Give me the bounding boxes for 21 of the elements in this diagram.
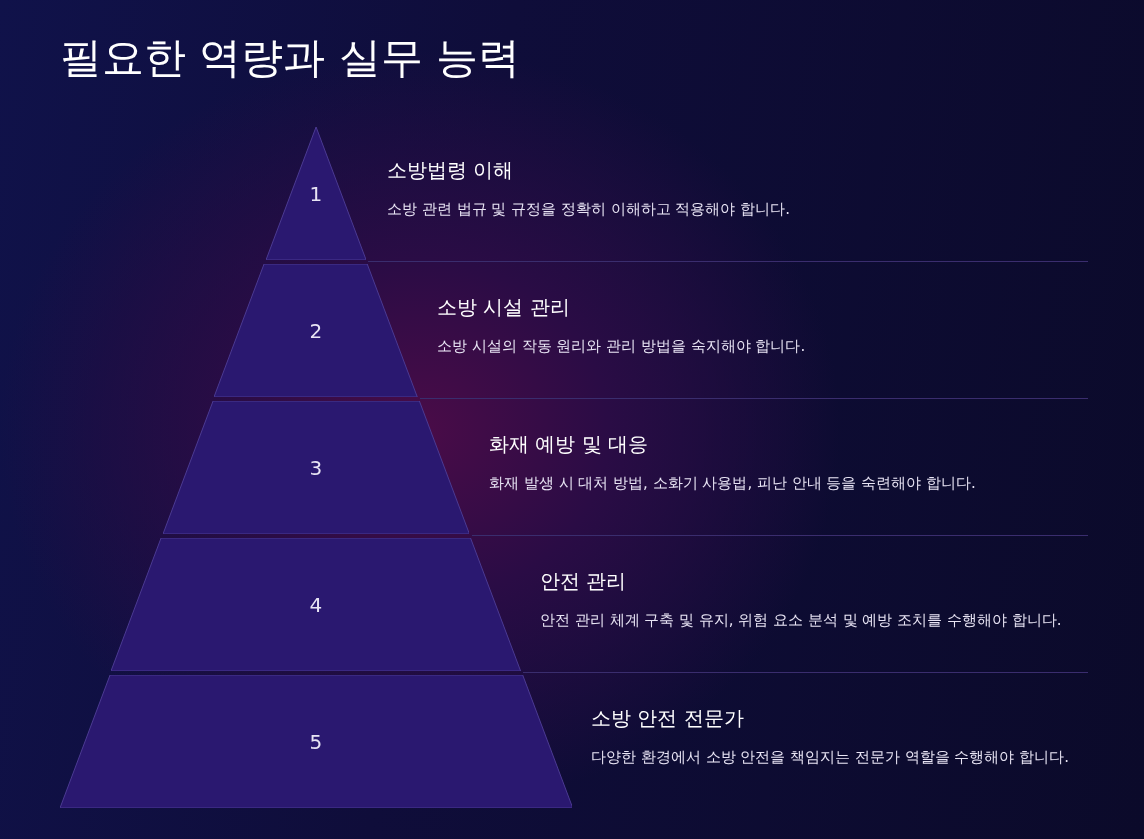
level-number: 5 [309,729,323,754]
level-number: 1 [309,181,323,206]
level-number: 3 [309,455,323,480]
level-number: 4 [309,592,323,617]
pyramid-level [162,401,470,534]
pyramid-level [214,264,418,397]
level-description: 소방 관련 법규 및 규정을 정확히 이해하고 적용해야 합니다. [387,199,791,220]
level-description: 소방 시설의 작동 원리와 관리 방법을 숙지해야 합니다. [437,336,807,357]
pyramid-level [59,675,573,808]
level-heading: 소방법령 이해 [387,157,514,184]
pyramid-level [111,538,521,671]
level-heading: 화재 예방 및 대응 [489,431,649,458]
slide-title: 필요한 역량과 실무 능력 [60,32,521,84]
level-heading: 안전 관리 [540,568,627,595]
level-heading: 소방 안전 전문가 [591,705,744,732]
level-description: 다양한 환경에서 소방 안전을 책임지는 전문가 역할을 수행해야 합니다. [591,747,1070,768]
level-number: 2 [309,318,323,343]
pyramid-level [265,127,367,260]
level-description: 안전 관리 체계 구축 및 유지, 위험 요소 분석 및 예방 조치를 수행해야 합니다. [540,610,1063,631]
level-heading: 소방 시설 관리 [437,294,570,321]
level-description: 화재 발생 시 대처 방법, 소화기 사용법, 피난 안내 등을 숙련해야 합니다. [489,473,977,494]
